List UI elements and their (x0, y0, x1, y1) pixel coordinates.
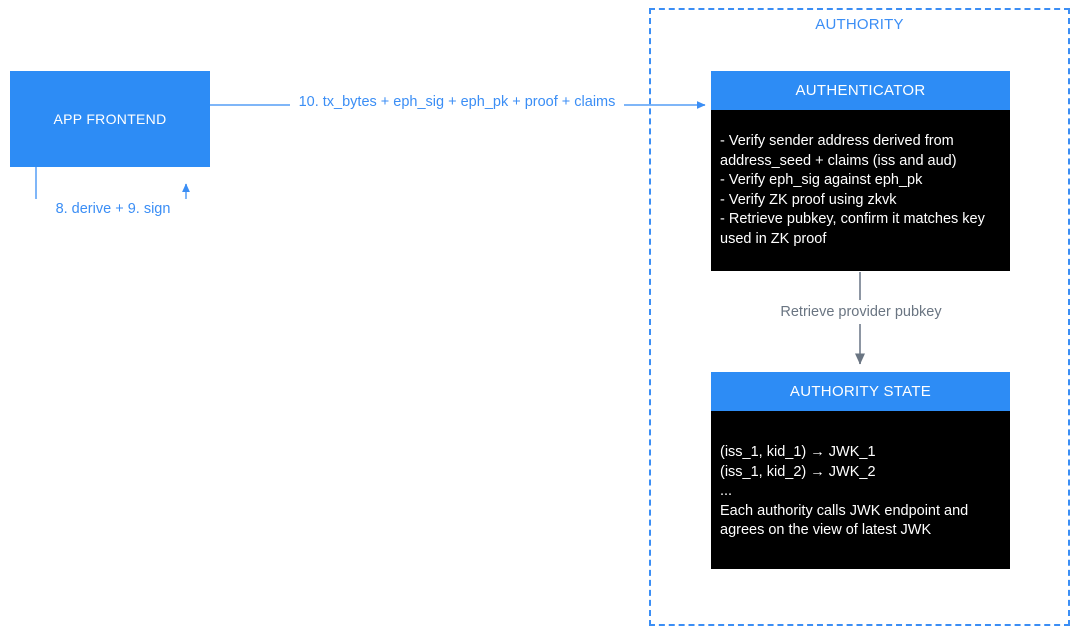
node-authority-state-header: AUTHORITY STATE (711, 372, 1010, 411)
edge-label-frontend-self-loop: 8. derive + 9. sign (30, 199, 196, 219)
node-authenticator[interactable]: AUTHENTICATOR - Verify sender address de… (711, 71, 1010, 271)
authority-group-label: AUTHORITY (815, 16, 904, 33)
node-authority-state[interactable]: AUTHORITY STATE (iss_1, kid_1) → JWK_1 (… (711, 372, 1010, 569)
node-authenticator-header: AUTHENTICATOR (711, 71, 1010, 110)
edge-label-frontend-to-authenticator: 10. tx_bytes + eph_sig + eph_pk + proof … (290, 90, 624, 114)
node-app-frontend[interactable]: APP FRONTEND (10, 71, 210, 167)
edge-label-authenticator-to-authority-state: Retrieve provider pubkey (775, 300, 947, 324)
node-authority-state-body: (iss_1, kid_1) → JWK_1 (iss_1, kid_2) → … (711, 411, 1010, 569)
node-authenticator-body: - Verify sender address derived from add… (711, 110, 1010, 271)
node-app-frontend-label: APP FRONTEND (53, 111, 167, 127)
authority-group-boundary (649, 8, 1070, 626)
